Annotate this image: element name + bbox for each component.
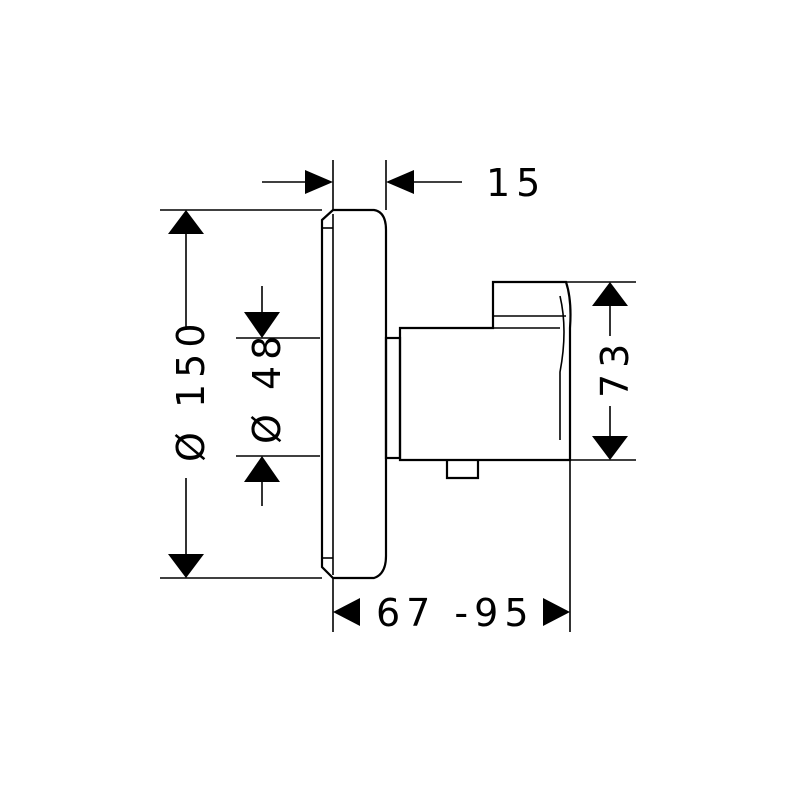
wall-plate (320, 208, 388, 580)
collar (384, 336, 402, 460)
dim-label-diameter-150: Ø 150 (169, 317, 213, 462)
arrow-left-icon (386, 170, 414, 194)
dim-label-67-95: 67 -95 (376, 591, 535, 635)
arrow-left-icon (333, 598, 360, 626)
body-curve (559, 295, 565, 440)
arrow-up-icon (168, 210, 204, 234)
dimension-73: 73 (566, 281, 637, 461)
dim-label-15: 15 (486, 161, 546, 205)
arrow-right-icon (543, 598, 570, 626)
dim-label-diameter-48: Ø 48 (245, 330, 289, 444)
arrow-down-icon (244, 312, 280, 338)
dimension-67-95: 67 -95 (332, 460, 571, 635)
arrow-down-icon (592, 436, 628, 460)
dim-label-73: 73 (593, 338, 637, 398)
arrow-down-icon (168, 554, 204, 578)
arrow-right-icon (305, 170, 333, 194)
arrow-up-icon (244, 456, 280, 482)
dimension-15: 15 (262, 160, 546, 210)
dimension-diameter-150: Ø 150 (160, 209, 322, 579)
arrow-up-icon (592, 282, 628, 306)
part-outline (320, 208, 572, 580)
dimension-diameter-48: Ø 48 (236, 286, 320, 506)
valve-body (398, 280, 572, 462)
bottom-connector (445, 460, 480, 480)
